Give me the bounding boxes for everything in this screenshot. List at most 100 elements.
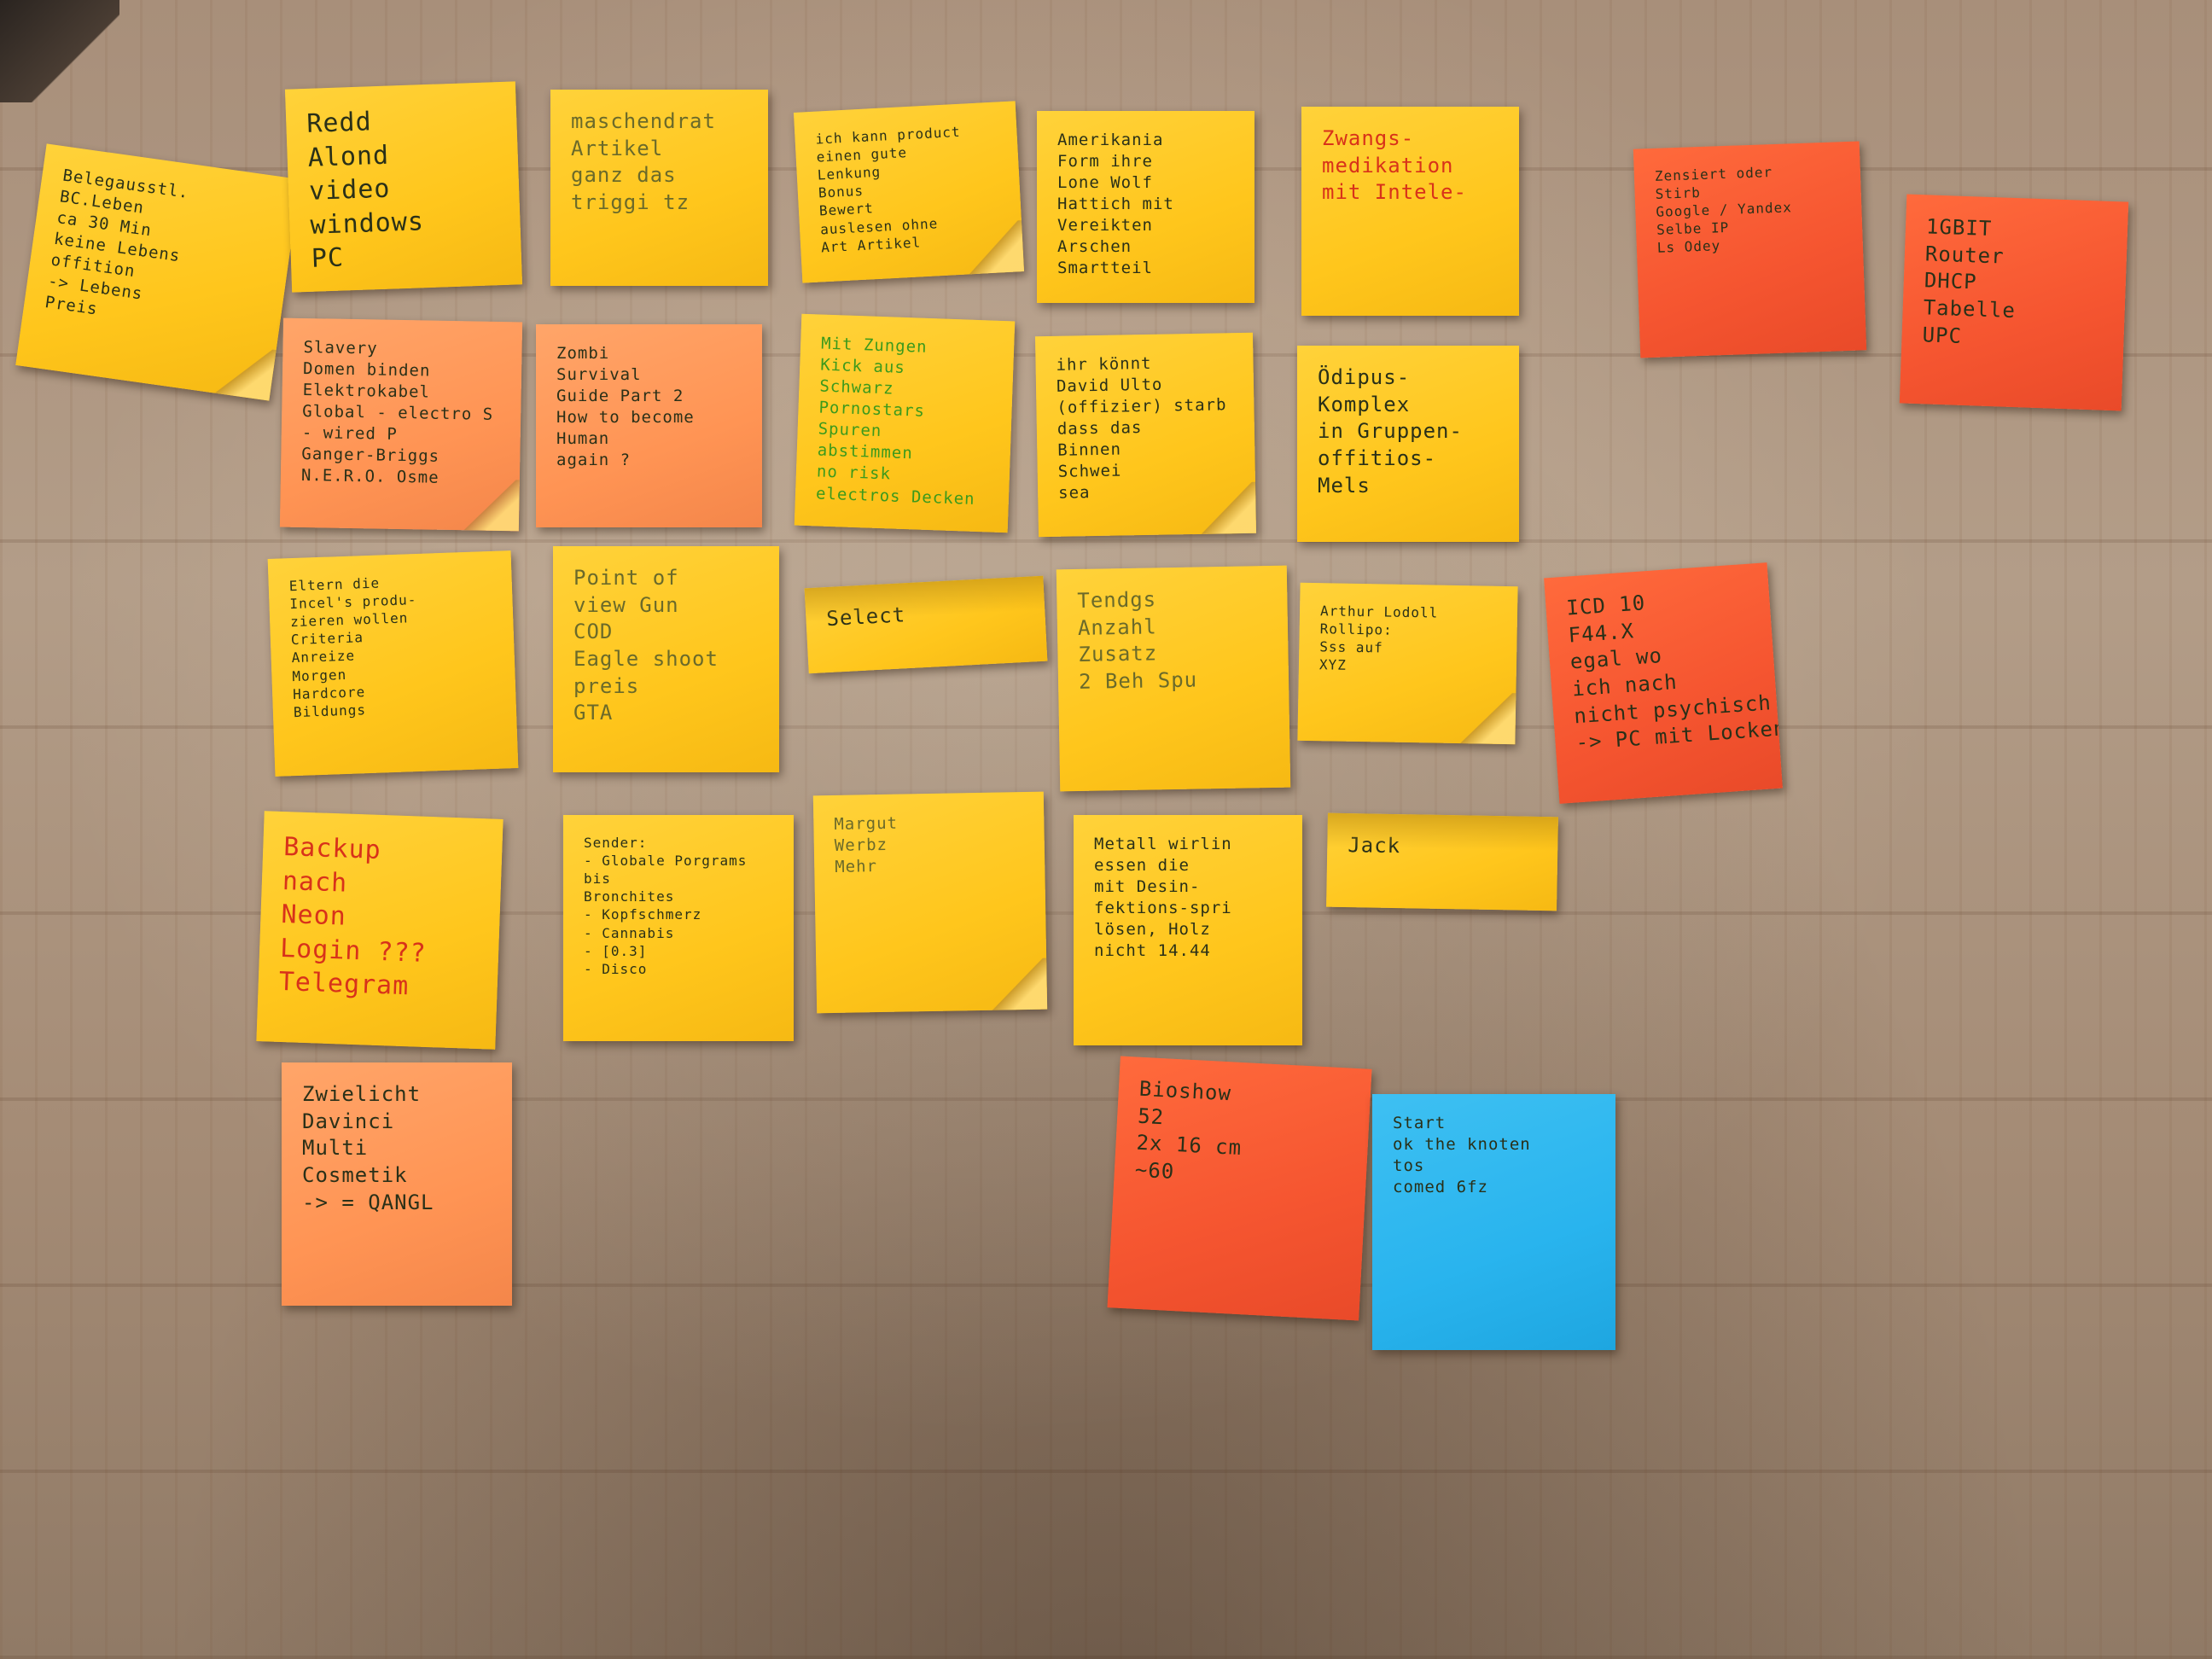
handwritten-line: -> = QANGL	[302, 1190, 434, 1214]
handwritten-line: ganz das	[571, 163, 677, 188]
handwritten-line: Mels	[1318, 473, 1371, 498]
handwritten-line: preis	[573, 673, 640, 698]
handwritten-line: Metall wirlin	[1094, 835, 1232, 853]
handwritten-line: Bronchites	[584, 888, 675, 905]
handwritten-line: ok the knoten	[1393, 1135, 1531, 1155]
handwritten-line: maschendrat	[571, 109, 716, 133]
handwritten-line: Ödipus-	[1318, 365, 1411, 389]
handwritten-line: N.E.R.O. Osme	[300, 466, 439, 488]
handwritten-line: Zombi	[556, 344, 610, 363]
handwritten-line: Human	[556, 429, 610, 449]
handwritten-line: Zusatz	[1078, 641, 1158, 667]
handwritten-line: triggi tz	[571, 190, 690, 215]
handwritten-line: in Gruppen-	[1318, 419, 1463, 444]
handwritten-line: view Gun	[573, 592, 679, 617]
handwritten-line: Point of	[573, 566, 679, 590]
handwritten-line: - Kopfschmerz	[584, 906, 702, 923]
handwritten-line: Amerikania	[1057, 131, 1164, 149]
handwritten-line: medikation	[1322, 153, 1454, 178]
handwritten-line: PC	[311, 242, 345, 275]
handwritten-line: XYZ	[1318, 656, 1348, 674]
handwritten-line: again ?	[556, 451, 632, 470]
handwritten-line: (offizier) starb	[1057, 395, 1227, 417]
handwritten-line: Survival	[556, 365, 642, 385]
handwritten-line: Hattich mit	[1057, 195, 1174, 214]
handwritten-line: Guide Part 2	[556, 387, 684, 406]
handwritten-line: Smartteil	[1057, 259, 1153, 278]
handwritten-line: Zwielicht	[302, 1082, 422, 1106]
handwritten-line: Mehr	[835, 857, 878, 877]
handwritten-line: David Ulto	[1056, 375, 1163, 396]
handwritten-line: lösen, Holz	[1094, 920, 1211, 940]
handwritten-line: Artikel	[571, 136, 664, 160]
handwritten-line: Jack	[1348, 833, 1401, 859]
handwritten-line: Start	[1393, 1114, 1447, 1132]
handwritten-line: - Disco	[584, 960, 648, 977]
handwritten-line: GTA	[573, 701, 614, 725]
handwritten-line: essen die	[1094, 856, 1190, 876]
handwritten-line: dass das	[1057, 418, 1143, 439]
handwritten-line: 2 Beh Spu	[1078, 667, 1198, 694]
handwritten-line: COD	[573, 620, 614, 644]
handwritten-line: Cosmetik	[302, 1163, 408, 1188]
handwritten-line: comed 6fz	[1393, 1178, 1488, 1197]
sticky-note-yellow: Ödipus- Komplex in Gruppen-offitios-Mels	[1297, 346, 1519, 542]
handwritten-line: mit Intele-	[1322, 180, 1467, 205]
handwritten-line: offitios-	[1318, 446, 1437, 471]
handwritten-line: Zwangs-	[1322, 126, 1415, 150]
handwritten-line: Komplex	[1318, 392, 1411, 416]
sticky-note-yellow: Select	[804, 575, 1048, 674]
handwritten-line: Davinci	[302, 1109, 395, 1133]
handwritten-line: Multi	[302, 1136, 369, 1161]
handwritten-line: Tendgs	[1077, 587, 1157, 613]
handwritten-line: Arschen	[1057, 237, 1132, 257]
handwritten-line: tos	[1393, 1156, 1425, 1176]
handwritten-line: - Cannabis	[584, 924, 675, 941]
handwritten-line: sea	[1057, 483, 1091, 504]
handwritten-line: Schwei	[1057, 461, 1122, 482]
handwritten-line: - Globale Porgrams	[584, 853, 748, 870]
handwritten-line: UPC	[1922, 322, 1963, 348]
handwritten-line: Lone Wolf	[1057, 173, 1153, 193]
handwritten-line: Vereikten	[1057, 216, 1153, 236]
handwritten-line: Sender:	[584, 835, 648, 851]
handwritten-line: nicht 14.44	[1094, 941, 1211, 961]
handwritten-line: Anzahl	[1077, 614, 1157, 640]
handwritten-line: mit Desin-	[1094, 877, 1201, 897]
handwritten-line: fektions-spri	[1094, 899, 1232, 918]
handwritten-line: Binnen	[1057, 439, 1122, 461]
handwritten-line: bis	[584, 870, 611, 888]
dark-object-corner	[0, 0, 119, 102]
handwritten-line: Select	[825, 602, 906, 632]
handwritten-line: ihr könnt	[1056, 353, 1152, 375]
handwritten-line: Eagle shoot	[573, 647, 719, 672]
handwritten-line: Form ihre	[1057, 152, 1153, 172]
handwritten-line: How to become	[556, 408, 695, 428]
handwritten-line: - [0.3]	[584, 942, 648, 959]
handwritten-line: Telegram	[278, 967, 410, 1002]
sticky-note-yellow: Jack	[1326, 812, 1558, 911]
